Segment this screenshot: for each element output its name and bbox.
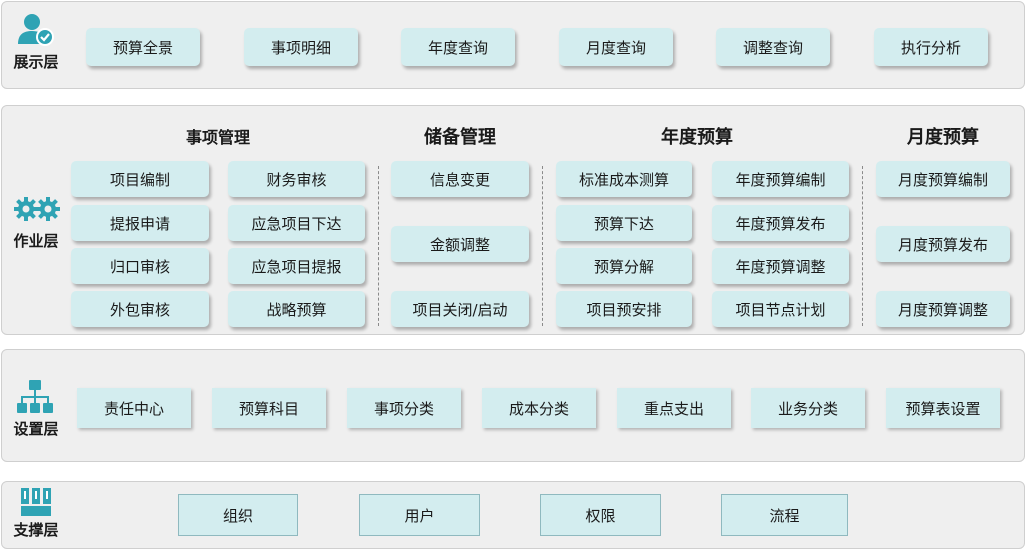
settings-item[interactable]: 预算科目 bbox=[212, 388, 326, 428]
operation-item[interactable]: 信息变更 bbox=[391, 161, 529, 197]
operation-item[interactable]: 年度预算调整 bbox=[712, 248, 849, 284]
group-heading: 储备管理 bbox=[424, 127, 496, 148]
support-item[interactable]: 组织 bbox=[178, 494, 298, 536]
operation-item[interactable]: 预算分解 bbox=[556, 248, 692, 284]
operation-item[interactable]: 项目预安排 bbox=[556, 291, 692, 327]
operation-item[interactable]: 月度预算调整 bbox=[876, 291, 1010, 327]
display-item[interactable]: 月度查询 bbox=[559, 28, 673, 66]
operation-item[interactable]: 月度预算发布 bbox=[876, 226, 1010, 262]
display-layer-label: 展示层 bbox=[13, 53, 59, 71]
operation-item[interactable]: 年度预算发布 bbox=[712, 205, 849, 241]
operation-item[interactable]: 外包审核 bbox=[71, 291, 209, 327]
settings-item[interactable]: 事项分类 bbox=[347, 388, 461, 428]
operation-item[interactable]: 财务审核 bbox=[228, 161, 365, 197]
display-item[interactable]: 预算全景 bbox=[86, 28, 200, 66]
display-item[interactable]: 调整查询 bbox=[716, 28, 830, 66]
operation-item[interactable]: 提报申请 bbox=[71, 205, 209, 241]
operation-item[interactable]: 项目节点计划 bbox=[712, 291, 849, 327]
group-heading: 月度预算 bbox=[907, 127, 979, 148]
operation-item[interactable]: 项目编制 bbox=[71, 161, 209, 197]
settings-layer-label: 设置层 bbox=[13, 420, 59, 438]
operation-item[interactable]: 归口审核 bbox=[71, 248, 209, 284]
settings-item[interactable]: 重点支出 bbox=[617, 388, 731, 428]
user-check-icon bbox=[18, 14, 54, 46]
display-item[interactable]: 事项明细 bbox=[244, 28, 358, 66]
server-icon bbox=[21, 488, 51, 516]
group-divider bbox=[542, 166, 543, 326]
operation-item[interactable]: 应急项目下达 bbox=[228, 205, 365, 241]
hierarchy-icon bbox=[17, 380, 53, 413]
support-item[interactable]: 权限 bbox=[540, 494, 661, 536]
settings-item[interactable]: 预算表设置 bbox=[886, 388, 1000, 428]
display-item[interactable]: 执行分析 bbox=[874, 28, 988, 66]
operation-item[interactable]: 应急项目提报 bbox=[228, 248, 365, 284]
operation-item[interactable]: 标准成本测算 bbox=[556, 161, 692, 197]
group-heading: 事项管理 bbox=[185, 128, 250, 147]
operation-item[interactable]: 金额调整 bbox=[391, 226, 529, 262]
operation-layer-label: 作业层 bbox=[13, 232, 59, 250]
operation-item[interactable]: 项目关闭/启动 bbox=[391, 291, 529, 327]
settings-item[interactable]: 成本分类 bbox=[482, 388, 596, 428]
group-divider bbox=[862, 166, 863, 326]
settings-item[interactable]: 责任中心 bbox=[77, 388, 191, 428]
support-item[interactable]: 流程 bbox=[721, 494, 848, 536]
gears-icon bbox=[14, 197, 60, 221]
group-divider bbox=[378, 166, 379, 326]
operation-item[interactable]: 战略预算 bbox=[228, 291, 365, 327]
operation-item[interactable]: 预算下达 bbox=[556, 205, 692, 241]
support-item[interactable]: 用户 bbox=[359, 494, 480, 536]
support-layer-band bbox=[1, 481, 1025, 549]
operation-item[interactable]: 月度预算编制 bbox=[876, 161, 1010, 197]
display-item[interactable]: 年度查询 bbox=[401, 28, 515, 66]
operation-item[interactable]: 年度预算编制 bbox=[712, 161, 849, 197]
support-layer-label: 支撑层 bbox=[13, 521, 59, 539]
settings-item[interactable]: 业务分类 bbox=[751, 388, 865, 428]
group-heading: 年度预算 bbox=[661, 127, 733, 148]
